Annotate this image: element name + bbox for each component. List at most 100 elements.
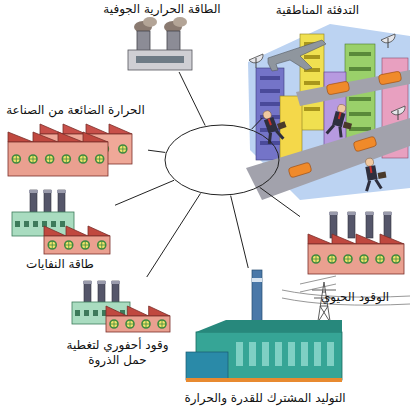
chimney <box>137 31 150 51</box>
factory-roof <box>308 234 404 244</box>
chimney-rim <box>329 212 338 215</box>
chp-window <box>275 342 282 366</box>
building-window <box>349 127 371 131</box>
person-head <box>365 158 374 167</box>
connector-line <box>148 150 165 152</box>
energy-source: الوقود الحيوي <box>300 208 410 305</box>
factory-window <box>46 155 54 163</box>
plant-window <box>24 221 29 227</box>
connector-line <box>115 180 174 205</box>
window-cross <box>126 320 134 328</box>
smoke-puff <box>173 17 187 27</box>
window-cross <box>392 255 400 263</box>
biofuel-plant <box>308 212 404 274</box>
chimney <box>348 212 355 238</box>
city-car <box>378 71 402 85</box>
plant-window <box>15 221 20 227</box>
factory-window <box>158 320 166 328</box>
factory-wall <box>106 316 170 332</box>
chp-window <box>327 342 334 366</box>
chimney <box>384 212 391 238</box>
person-suit <box>365 165 377 181</box>
chimney <box>58 190 65 214</box>
hub-outline <box>164 124 280 196</box>
connector-line <box>231 196 249 268</box>
chimney <box>44 190 51 214</box>
chimney-rim <box>43 190 52 193</box>
window-cross <box>12 155 20 163</box>
person-legs <box>266 129 284 144</box>
dish-mast <box>398 110 399 120</box>
chp-window <box>262 342 269 366</box>
plant-building <box>12 212 74 236</box>
window-cross <box>360 255 368 263</box>
chimney-rim <box>347 212 356 215</box>
caption-label: التوليد المشترك للقدرة والحرارة <box>184 391 345 406</box>
waste-energy-plant <box>12 190 110 254</box>
factory-window <box>62 155 70 163</box>
energy-source: التوليد المشترك للقدرة والحرارة <box>180 268 350 406</box>
hub-ellipse <box>164 124 280 196</box>
factory-wall <box>44 236 110 254</box>
building-window <box>260 89 280 93</box>
chp-window <box>249 342 256 366</box>
connector-line <box>147 193 201 277</box>
geothermal-building <box>128 50 192 70</box>
factory-window <box>312 255 320 263</box>
window-cross <box>29 155 37 163</box>
factory-window <box>12 155 20 163</box>
dish-mast <box>256 58 257 68</box>
chimney <box>98 281 105 303</box>
factory-window <box>344 255 352 263</box>
caption-label: التدفئة المناطقية <box>276 3 359 18</box>
connector-line <box>260 187 300 216</box>
business-person <box>361 156 388 191</box>
caption-label: الطاقة الحرارية الجوفية <box>103 2 220 17</box>
chp-window <box>236 342 243 366</box>
factory-window <box>142 320 150 328</box>
chimney <box>167 31 180 51</box>
chimney <box>30 190 37 214</box>
power-lines <box>282 276 410 305</box>
factory-window <box>126 320 134 328</box>
chimney <box>366 212 373 238</box>
factory-window <box>29 155 37 163</box>
chimney-rim <box>365 212 374 215</box>
factory-roof <box>40 124 132 134</box>
chimney-band <box>252 278 262 282</box>
person-suit <box>332 111 345 127</box>
plant-window <box>60 221 65 227</box>
window-cross <box>81 241 89 249</box>
building-window-band <box>136 56 184 63</box>
plant-window <box>84 310 89 316</box>
plant-window <box>93 310 98 316</box>
connector-line <box>179 72 205 126</box>
building-window <box>349 67 371 71</box>
chimney-rim <box>111 281 120 284</box>
district-heating: التدفئة المناطقية <box>225 3 410 118</box>
window-cross <box>46 155 54 163</box>
chp-base-stripe <box>186 378 342 382</box>
briefcase <box>277 121 287 129</box>
business-person <box>258 106 290 144</box>
window-cross <box>79 155 87 163</box>
business-person <box>327 103 357 140</box>
building-window <box>349 112 371 116</box>
city-car <box>353 136 377 152</box>
building-window <box>304 81 320 85</box>
building-window <box>349 52 371 56</box>
window-cross <box>158 320 166 328</box>
factory-window <box>376 255 384 263</box>
city-illustration <box>246 24 410 200</box>
chp-window <box>301 342 308 366</box>
plant-window <box>51 221 56 227</box>
factory-roof <box>8 132 108 142</box>
building-window <box>304 55 320 59</box>
chp-window <box>314 342 321 366</box>
factory-window <box>81 241 89 249</box>
window-cross <box>142 320 150 328</box>
building-window <box>260 102 280 106</box>
briefcase <box>378 172 387 179</box>
